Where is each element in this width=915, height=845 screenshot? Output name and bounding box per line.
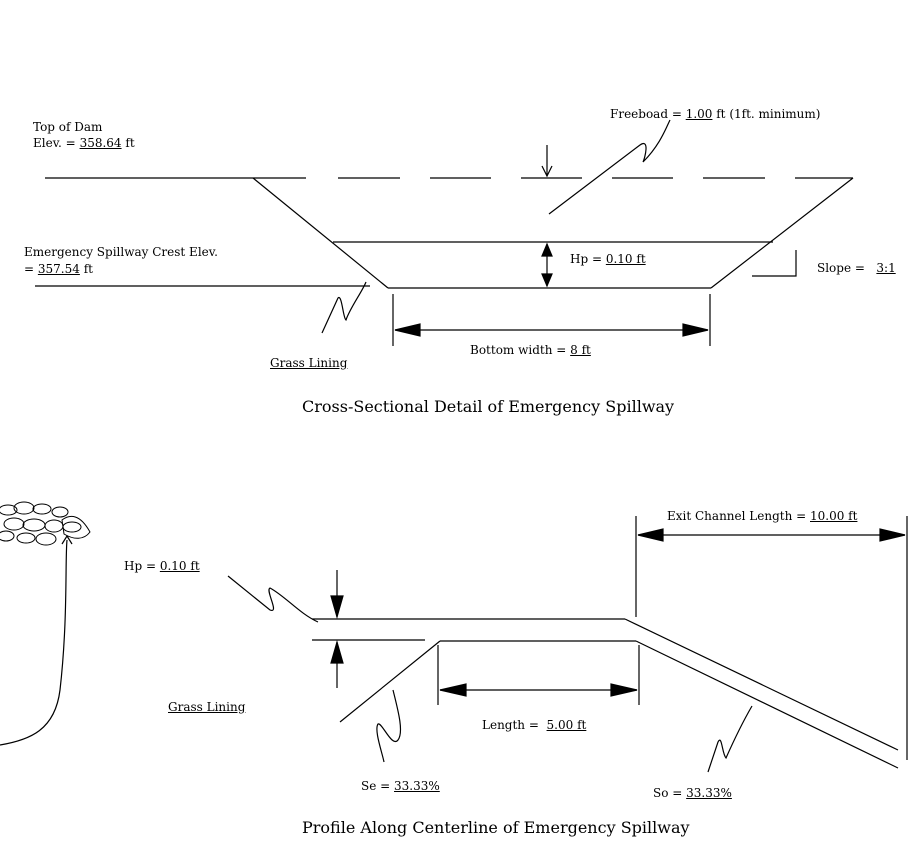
- exit-arrowhead-right: [879, 528, 906, 542]
- profile-hp-arrowhead-bottom: [330, 639, 344, 664]
- section-caption: Cross-Sectional Detail of Emergency Spil…: [302, 397, 675, 416]
- exit-channel-label: Exit Channel Length = 10.00 ft: [667, 509, 857, 523]
- crest-elevation: = 357.54 ft: [24, 262, 93, 276]
- bottom-width-prefix: Bottom width =: [470, 343, 571, 357]
- top-of-dam-prefix: Elev. =: [33, 136, 80, 150]
- freeboard-arrowhead: [541, 165, 553, 178]
- se-prefix: Se =: [361, 779, 395, 793]
- section-hp-prefix: Hp =: [570, 252, 606, 266]
- profile-drawing: [0, 501, 908, 773]
- slope-indicator: [752, 250, 797, 277]
- crest-title: Emergency Spillway Crest Elev.: [24, 245, 218, 259]
- bottom-width-arrowhead-right: [682, 323, 709, 337]
- profile-entrance-slope: [339, 640, 441, 723]
- length-arrowhead-right: [610, 683, 638, 697]
- exit-channel-prefix: Exit Channel Length =: [667, 509, 810, 523]
- hp-arrowhead-down: [541, 273, 553, 288]
- crest-unit: ft: [79, 262, 93, 276]
- hp-arrowhead-up: [541, 242, 553, 257]
- riprap-leader: [0, 539, 68, 746]
- freeboard-prefix: Freeboad =: [610, 107, 686, 121]
- so-value: 33.33%: [686, 786, 732, 800]
- profile-hp-label: Hp = 0.10 ft: [124, 559, 200, 573]
- so-leader: [707, 705, 753, 773]
- profile-exit-water: [624, 618, 899, 751]
- section-hp-value: 0.10 ft: [605, 252, 646, 266]
- length-arrowhead-left: [439, 683, 467, 697]
- se-value: 33.33%: [394, 779, 440, 793]
- riprap-stones: [0, 501, 91, 546]
- so-prefix: So =: [653, 786, 687, 800]
- cross-section-drawing: [35, 119, 854, 346]
- length-value: 5.00 ft: [546, 718, 587, 732]
- top-of-dam-title: Top of Dam: [33, 120, 103, 134]
- freeboard-label: Freeboad = 1.00 ft (1ft. minimum): [610, 107, 820, 121]
- top-of-dam-unit: ft: [121, 136, 135, 150]
- section-hp-label: Hp = 0.10 ft: [570, 252, 646, 266]
- exit-arrowhead-left: [637, 528, 664, 542]
- freeboard-suffix: ft (1ft. minimum): [712, 107, 821, 121]
- so-label: So = 33.33%: [653, 786, 732, 800]
- slope-prefix: Slope =: [817, 261, 869, 275]
- length-label: Length = 5.00 ft: [482, 718, 586, 732]
- crest-prefix: =: [24, 262, 38, 276]
- slope-label: Slope = 3:1: [817, 261, 896, 275]
- riprap-arrowhead: [61, 534, 73, 545]
- profile-grass-lining-label: Grass Lining: [168, 700, 246, 714]
- bottom-width-arrowhead-left: [394, 323, 421, 337]
- se-leader: [376, 689, 402, 763]
- length-prefix: Length =: [482, 718, 543, 732]
- profile-hp-leader: [227, 575, 319, 623]
- slope-value: 3:1: [876, 261, 896, 275]
- profile-hp-prefix: Hp =: [124, 559, 160, 573]
- crest-value: 357.54: [37, 262, 80, 276]
- profile-exit-slope: [635, 640, 899, 769]
- bottom-width-label: Bottom width = 8 ft: [470, 343, 591, 357]
- right-side-slope: [710, 177, 854, 289]
- bottom-width-value: 8 ft: [570, 343, 591, 357]
- freeboard-leader: [548, 119, 671, 215]
- profile-hp-value: 0.10 ft: [159, 559, 200, 573]
- section-grass-lining-label: Grass Lining: [270, 356, 348, 370]
- top-of-dam-value: 358.64: [79, 136, 122, 150]
- top-of-dam-elevation: Elev. = 358.64 ft: [33, 136, 135, 150]
- freeboard-value: 1.00: [685, 107, 713, 121]
- profile-hp-arrowhead-top: [330, 595, 344, 620]
- grass-lining-leader: [321, 281, 367, 334]
- left-side-slope: [252, 177, 389, 289]
- exit-channel-value: 10.00 ft: [810, 509, 858, 523]
- se-label: Se = 33.33%: [361, 779, 440, 793]
- profile-caption: Profile Along Centerline of Emergency Sp…: [302, 818, 690, 837]
